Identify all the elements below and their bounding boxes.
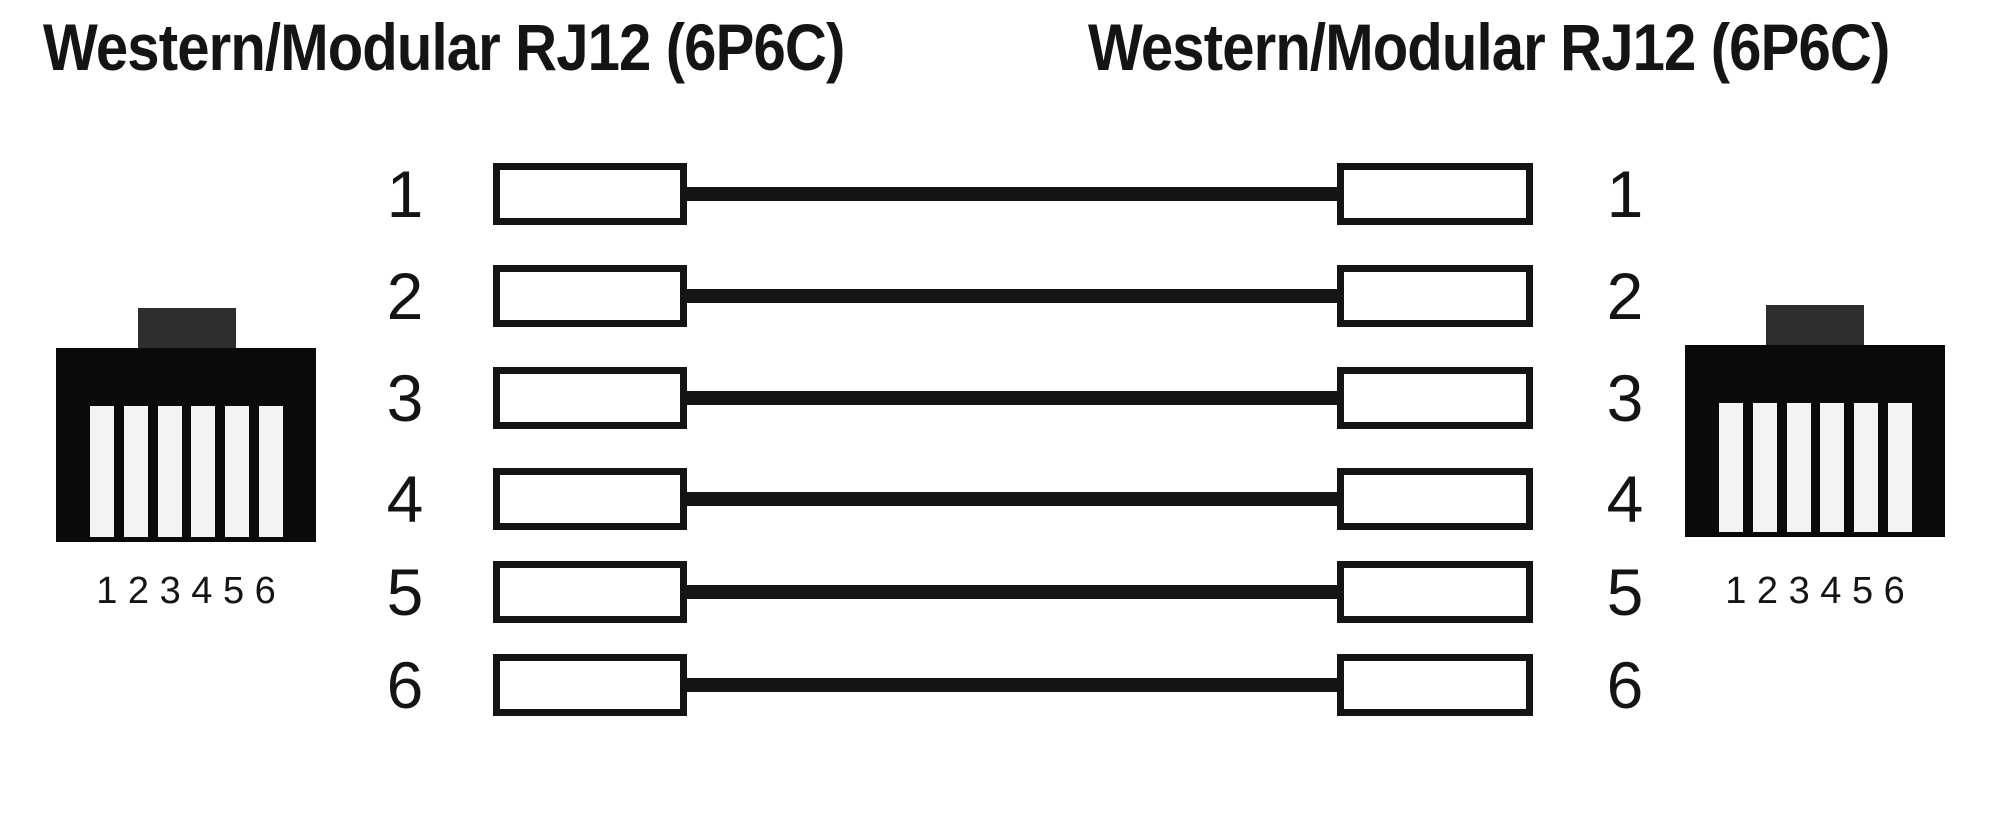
connector-body: [56, 348, 316, 542]
wire-row: 3 3: [0, 361, 2000, 435]
right-connector-pin-numbers: 1 2 3 4 5 6: [1725, 570, 1905, 612]
pin-slot-group: [90, 406, 283, 537]
wire-row: 4 4: [0, 462, 2000, 536]
right-pin-pad: [1337, 163, 1533, 225]
left-pin-pad: [493, 367, 687, 429]
wire-line: [680, 187, 1340, 201]
wire-line: [680, 678, 1340, 692]
wire-row: 2 2: [0, 259, 2000, 333]
left-connector-pin-numbers: 1 2 3 4 5 6: [96, 570, 276, 612]
right-pin-pad: [1337, 561, 1533, 623]
right-pin-pad: [1337, 468, 1533, 530]
pin-slot-group: [1719, 403, 1912, 532]
wire-line: [680, 289, 1340, 303]
connector-body: [1685, 345, 1945, 537]
wire-row: 1 1: [0, 157, 2000, 231]
pin-slot: [1719, 403, 1743, 532]
left-pin-pad: [493, 561, 687, 623]
left-pin-pad: [493, 265, 687, 327]
wire-row: 5 5: [0, 555, 2000, 629]
right-pin-number: 2: [1606, 259, 1644, 333]
right-pin-pad: [1337, 367, 1533, 429]
left-connector-title: Western/Modular RJ12 (6P6C): [43, 10, 845, 84]
left-rj12-connector-icon: [56, 308, 316, 542]
wire-line: [680, 492, 1340, 506]
pin-slot: [1820, 403, 1845, 532]
pin-slot: [225, 406, 250, 537]
pin-slot: [1854, 403, 1879, 532]
pin-slot: [157, 406, 182, 537]
right-pin-number: 6: [1606, 648, 1644, 722]
left-pin-number: 3: [386, 361, 424, 435]
right-pin-number: 1: [1606, 157, 1644, 231]
pin-slot: [90, 406, 114, 537]
pin-slot: [258, 406, 283, 537]
right-pin-number: 4: [1606, 462, 1644, 536]
wire-line: [680, 585, 1340, 599]
right-connector-title: Western/Modular RJ12 (6P6C): [1088, 10, 1890, 84]
left-pin-number: 6: [386, 648, 424, 722]
left-pin-number: 5: [386, 555, 424, 629]
left-pin-pad: [493, 654, 687, 716]
left-pin-pad: [493, 468, 687, 530]
left-pin-pad: [493, 163, 687, 225]
right-pin-pad: [1337, 265, 1533, 327]
right-pin-number: 5: [1606, 555, 1644, 629]
wire-line: [680, 391, 1340, 405]
pin-slot: [191, 406, 216, 537]
right-pin-pad: [1337, 654, 1533, 716]
pin-slot: [1786, 403, 1811, 532]
pin-slot: [123, 406, 148, 537]
wire-row: 6 6: [0, 648, 2000, 722]
right-pin-number: 3: [1606, 361, 1644, 435]
pin-slot: [1887, 403, 1912, 532]
pin-slot: [1752, 403, 1777, 532]
left-pin-number: 1: [386, 157, 424, 231]
left-pin-number: 4: [386, 462, 424, 536]
right-rj12-connector-icon: [1685, 305, 1945, 537]
left-pin-number: 2: [386, 259, 424, 333]
connector-tab: [1766, 305, 1864, 349]
connector-tab: [138, 308, 236, 354]
